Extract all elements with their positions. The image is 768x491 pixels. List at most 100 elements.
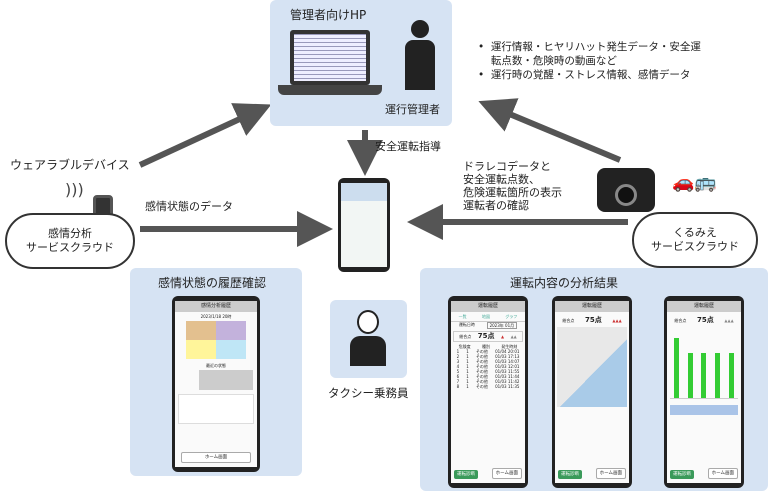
warning-icon: ▲▲ (510, 334, 517, 339)
history-date: 2023/1/18 20時 (200, 314, 232, 319)
cloud-label: サービスクラウド (651, 240, 739, 253)
table-cell: その他 (475, 364, 488, 369)
screen-title: 運転履歴 (555, 301, 629, 312)
table-cell: 1 (466, 369, 469, 374)
table-cell: 01/04 20:01 (495, 349, 520, 354)
history-title: 感情状態の履歴確認 (158, 276, 267, 290)
graph-bar (715, 353, 721, 398)
laptop-icon (290, 30, 370, 85)
emotion-data-label: 感情状態のデータ (145, 200, 233, 213)
diagnosis-button[interactable]: 運転診断 (454, 470, 478, 479)
home-button[interactable]: ホーム画面 (707, 468, 738, 479)
dashcam-line: 危険運転箇所の表示 (463, 186, 562, 199)
dashcam-line: 安全運転点数、 (463, 173, 540, 186)
wearable-label: ウェアラブルデバイス (10, 158, 130, 172)
admin-panel: 管理者向けHP 運行管理者 (270, 0, 452, 126)
table-cell: 1 (466, 354, 469, 359)
table-cell: その他 (475, 379, 488, 384)
table-cell: 01/03 17:13 (495, 354, 520, 359)
recent-state-label: 最近の状態 (206, 363, 226, 368)
manager-person-icon (400, 20, 440, 90)
analysis-title: 運転内容の分析結果 (510, 276, 619, 290)
diagnosis-button[interactable]: 運転診断 (558, 470, 582, 479)
guidance-label: 安全運転指導 (375, 140, 441, 153)
home-button[interactable]: ホーム画面 (491, 468, 522, 479)
table-cell: 1 (466, 359, 469, 364)
smartphone-icon (338, 178, 390, 272)
graph-bar (674, 338, 680, 398)
history-panel: 感情状態の履歴確認 感情分析履歴 2023/1/18 20時 最近の状態 ホーム… (130, 268, 302, 476)
table-cell: 1 (466, 374, 469, 379)
bullet-2: 運行時の覚醒・ストレス情報、感情データ (490, 69, 691, 81)
table-cell: その他 (475, 359, 488, 364)
table-cell: その他 (475, 369, 488, 374)
score-value: 75点 (697, 316, 714, 324)
tab-graph[interactable]: グラフ (505, 314, 518, 319)
warning-icon: ▲ (501, 334, 505, 339)
score-value: 75点 (477, 332, 495, 340)
dashcam-line: ドラレコデータと (463, 160, 551, 173)
table-cell: 01/03 14:07 (495, 359, 520, 364)
driver-panel (330, 300, 407, 378)
cloud-label: くるみえ (673, 226, 717, 239)
table-cell: その他 (475, 349, 488, 354)
wifi-icon: ))) (65, 180, 84, 199)
table-cell: 8 (456, 384, 460, 389)
dashcam-icon (597, 168, 655, 212)
diagnosis-button[interactable]: 運転診断 (670, 470, 694, 479)
recent-state-bar (199, 370, 253, 390)
home-button[interactable]: ホーム画面 (181, 452, 251, 463)
bar-graph (670, 329, 738, 399)
screen-title: 感情分析履歴 (175, 301, 257, 312)
cloud-label: サービスクラウド (26, 241, 114, 254)
timeline-bar (670, 405, 738, 415)
arrow-kurumie-to-admin (478, 98, 622, 163)
date-label: 運転日時 (458, 322, 475, 327)
table-cell: その他 (475, 384, 488, 389)
driver-person-icon (350, 310, 386, 370)
tab-list[interactable]: 一覧 (458, 314, 467, 319)
table-cell: 01/03 11:44 (495, 374, 520, 379)
manager-label: 運行管理者 (385, 103, 440, 116)
dashcam-data-label: ドラレコデータと安全運転点数、危険運転箇所の表示運転者の確認 (463, 160, 562, 212)
warning-icon: ▲▲▲ (612, 318, 622, 323)
column-header: 発生時刻 (501, 344, 518, 349)
screen-title: 運転履歴 (451, 301, 525, 312)
laptop-base (278, 85, 382, 95)
tab-map[interactable]: 地図 (481, 314, 490, 319)
vehicles-icon: 🚗🚌 (672, 172, 717, 193)
month-select[interactable]: 2023年 01月 (486, 322, 518, 329)
warning-icon: ▲▲▲ (724, 318, 734, 323)
table-cell: 1 (466, 384, 469, 389)
screen-title: 運転履歴 (667, 301, 741, 312)
analysis-map-screenshot: 運転履歴 総合点 75点 ▲▲▲ 運転診断 ホーム画面 (552, 296, 632, 488)
score-label: 総合点 (562, 318, 575, 323)
table-cell: 1 (466, 379, 469, 384)
cloud-label: 感情分析 (48, 227, 92, 240)
map-view[interactable] (557, 327, 627, 407)
score-value: 75点 (585, 316, 602, 324)
column-header: 種別 (481, 344, 490, 349)
table-cell: 01/03 11:55 (495, 369, 520, 374)
table-cell: 1 (466, 364, 469, 369)
table-cell: 7 (456, 379, 460, 384)
admin-title: 管理者向けHP (290, 8, 367, 22)
history-screenshot: 感情分析履歴 2023/1/18 20時 最近の状態 ホーム画面 (172, 296, 260, 472)
column-header: 危険度 (458, 344, 471, 349)
analysis-panel: 運転内容の分析結果 運転履歴 一覧 地図 グラフ 運転日時 2023年 01月 総合点… (420, 268, 768, 491)
graph-bar (701, 353, 707, 398)
graph-bar (728, 353, 734, 398)
home-button[interactable]: ホーム画面 (595, 468, 626, 479)
table-cell: 4 (456, 364, 460, 369)
emotion-line-chart (178, 394, 254, 424)
